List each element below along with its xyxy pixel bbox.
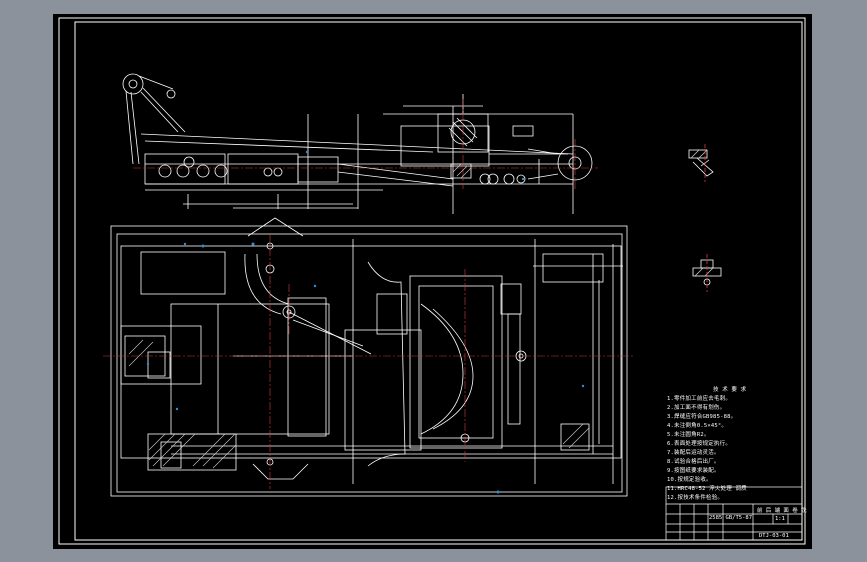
drawing-title: 前 后 端 面 卷 铣 — [757, 508, 807, 514]
standard-reference: 2585 GB/T5-87 — [709, 515, 753, 521]
note-line: 3.焊缝应符合GB985-88。 — [667, 414, 737, 420]
section-view-detail-a-icon — [688, 144, 714, 182]
elevation-view — [122, 73, 593, 214]
drawing-number: DTJ-03-01 — [759, 533, 789, 539]
dimension-marks — [146, 150, 585, 494]
inner-frame — [74, 21, 803, 541]
notes-heading: 技 术 要 求 — [713, 387, 747, 393]
cad-drawing — [58, 17, 806, 545]
title-block-grid — [665, 486, 803, 541]
plan-center-lines — [103, 234, 633, 489]
note-line: 5.未注圆角R2。 — [667, 432, 710, 438]
outer-frame — [58, 17, 806, 545]
note-line: 8.试验合格后出厂。 — [667, 459, 720, 465]
note-line: 2.加工面不得有划伤。 — [667, 405, 726, 411]
elevation-center-lines — [133, 99, 598, 189]
note-line: 12.按技术条件检验。 — [667, 495, 724, 501]
plan-view — [110, 217, 628, 497]
note-line: 11.HRC48-52 淬火处理 调质 — [667, 486, 747, 492]
section-view-detail-b-icon — [692, 254, 722, 292]
elevation-hatch — [452, 163, 472, 179]
drawing-scale: 1:1 — [775, 516, 785, 522]
note-line: 10.按规定验收。 — [667, 477, 712, 483]
note-line: 9.按图纸要求装配。 — [667, 468, 720, 474]
note-line: 1.零件加工前应去毛刺。 — [667, 396, 732, 402]
drawing-sheet: 技 术 要 求 1.零件加工前应去毛刺。 2.加工面不得有划伤。 3.焊缝应符合… — [53, 14, 812, 549]
note-line: 6.表面处理按规定执行。 — [667, 441, 732, 447]
note-line: 7.装配后运动灵活。 — [667, 450, 720, 456]
plan-hatch — [128, 339, 590, 469]
note-line: 4.未注倒角0.5×45°。 — [667, 423, 728, 429]
